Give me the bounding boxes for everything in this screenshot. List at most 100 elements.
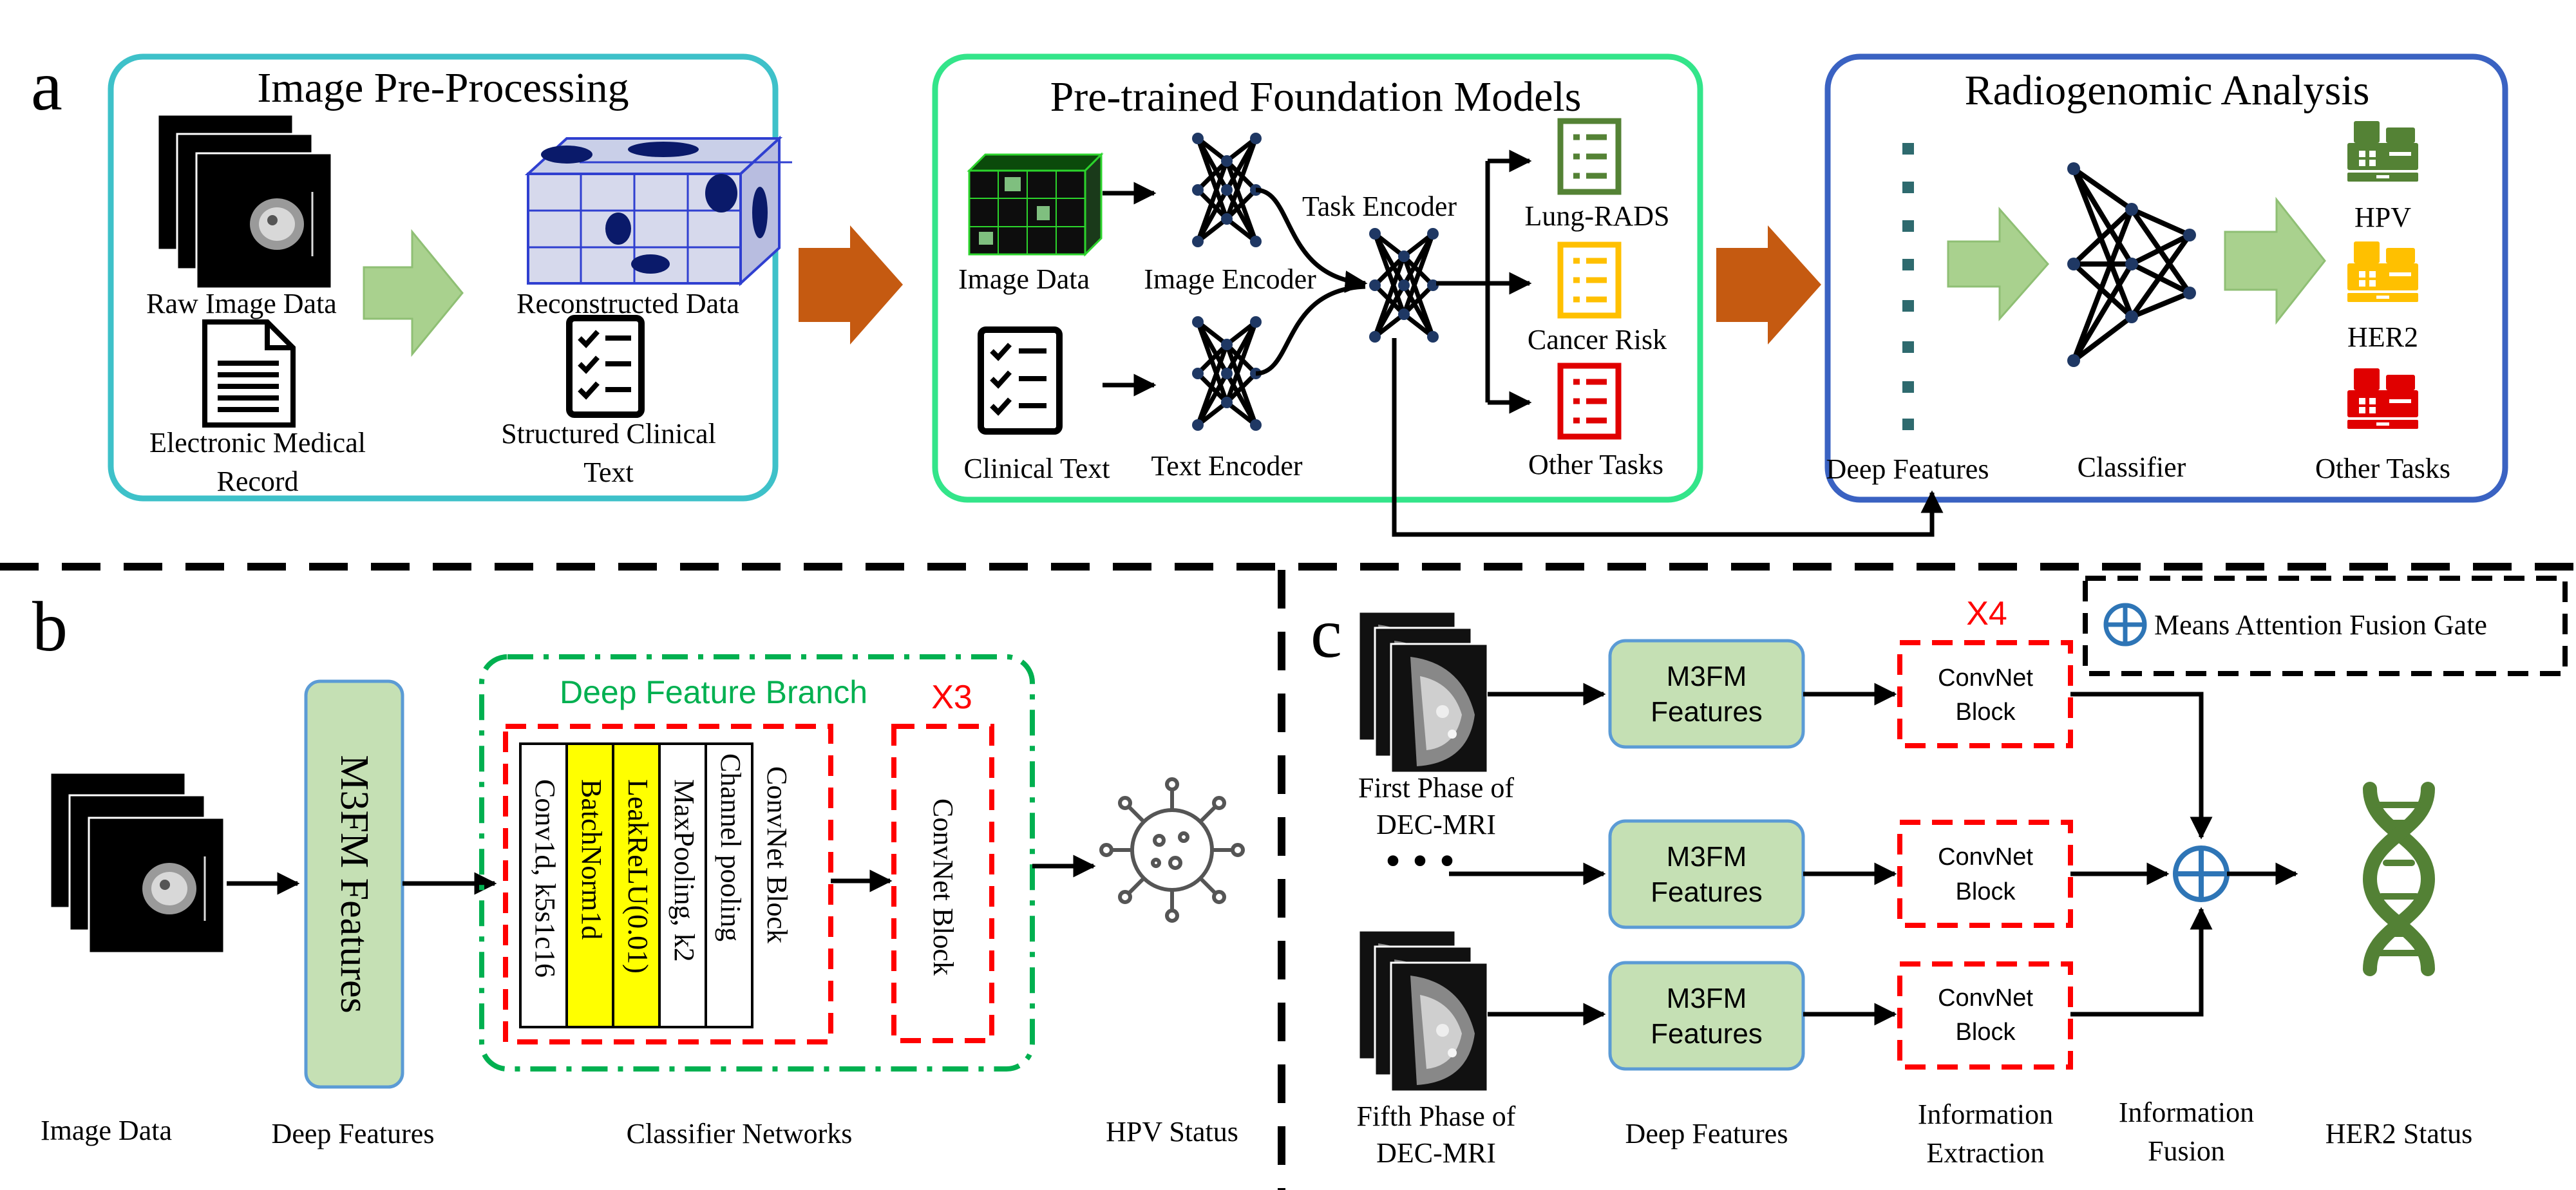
classifier-network-icon [2067,162,2196,367]
lung-rads-report-icon [1560,121,1618,192]
image-encoder-label: Image Encoder [1144,263,1316,295]
her2-register-icon [2347,241,2418,302]
hpv-register-icon [2347,121,2418,182]
text-encoder-label: Text Encoder [1151,450,1302,482]
cancer-risk-report-icon [1560,245,1618,316]
emr-label-line1: Electronic Medical [149,427,366,458]
m3fm-box-2 [1608,819,1805,929]
clinical-text-label: Clinical Text [963,453,1110,484]
info-fusion-line1: Information [2119,1097,2254,1128]
ct-stack-icon [156,113,333,290]
reconstructed-data-label: Reconstructed Data [516,288,739,319]
her2-label: HER2 [2347,321,2418,353]
m3fm-features-label: M3FM Features [332,755,376,1013]
convnet-box-1 [1897,640,2073,748]
convnet-block-box-label: ConvNet Block [927,798,959,976]
info-extraction-line1: Information [1918,1099,2053,1130]
structured-label-line1: Structured Clinical [501,418,716,449]
other-tasks-register-icon [2347,368,2418,429]
layer-channel-pooling [705,742,753,1028]
panel-a-letter: a [31,46,62,125]
m3fm-box-1 [1608,639,1805,749]
m3fm-line2: Features [1651,696,1763,728]
dna-icon [2362,782,2436,976]
x3-label: X3 [931,679,972,716]
convnet-line1: ConvNet [1938,665,2033,692]
other-tasks-label: Other Tasks [1528,449,1663,480]
green-arrow [1947,207,2050,321]
convnet-line1: ConvNet [1938,844,2033,871]
task-outputs-connector [1436,149,1532,414]
layer-stack: Conv1d, k5s1c16 BatchNorm1d LeakReLU(0.0… [519,742,793,1028]
her2-status-label: HER2 Status [2325,1118,2473,1149]
virus-icon [1099,777,1245,923]
radiogenomic-title: Radiogenomic Analysis [1965,67,2370,114]
voxel-cube-icon [524,135,792,287]
fusion-gate-icon [2103,603,2147,647]
radiogenomic-other-tasks-label: Other Tasks [2315,453,2450,484]
convnet-box-2 [1897,820,2073,928]
convnet-block-vertical-label: ConvNet Block [761,766,793,943]
fifth-phase-line1: Fifth Phase of [1357,1100,1516,1132]
layer-batchnorm [565,742,614,1028]
deep-features-label: Deep Features [1826,453,1989,485]
connector [1255,187,1368,293]
image-data-label: Image Data [958,263,1090,295]
layer-label: BatchNorm1d [576,779,607,940]
b-deep-features-label: Deep Features [272,1118,435,1149]
convnet-line2: Block [1956,699,2016,726]
orange-arrow [799,225,903,345]
convnet-line2: Block [1956,1019,2016,1046]
hpv-status-label: HPV Status [1106,1116,1238,1148]
panel-c-letter: c [1311,594,1342,672]
m3fm-box-3 [1608,961,1805,1071]
layer-label: Conv1d, k5s1c16 [529,779,561,978]
layer-maxpooling [658,742,707,1028]
b-image-data-label: Image Data [41,1115,172,1146]
m3fm-line2: Features [1651,876,1763,908]
connector [1255,284,1366,376]
document-icon [202,319,296,428]
mri-stack-icon [1358,929,1489,1093]
green-arrow [363,229,464,357]
info-fusion-line2: Fusion [2148,1135,2225,1167]
lung-rads-label: Lung-RADS [1525,200,1670,232]
image-encoder-network-icon [1192,133,1262,247]
classifier-networks-label: Classifier Networks [627,1118,853,1149]
radiogenomic-box [1824,53,2508,503]
m3fm-line1: M3FM [1667,983,1747,1014]
ellipsis: • • • [1385,836,1455,886]
first-phase-line1: First Phase of [1358,772,1514,804]
green-arrow [2224,196,2326,325]
foundation-title: Pre-trained Foundation Models [1050,73,1582,120]
classifier-label: Classifier [2078,451,2186,483]
m3fm-line2: Features [1651,1018,1763,1050]
task-encoder-network-icon [1369,228,1439,343]
hpv-label: HPV [2354,202,2411,233]
task-to-deep-features-connector [1392,338,1944,537]
preprocessing-title: Image Pre-Processing [257,64,629,111]
other-tasks-report-icon [1560,366,1618,437]
mri-stack-icon [1358,610,1489,774]
legend-label: Means Attention Fusion Gate [2154,609,2487,641]
panel-b-letter: b [32,587,68,666]
preprocessing-box [108,53,779,502]
layer-conv1d [519,742,568,1028]
c-deep-features-label: Deep Features [1625,1118,1788,1149]
first-phase-line2: DEC-MRI [1376,809,1496,840]
cancer-risk-label: Cancer Risk [1528,324,1667,355]
convnet-line2: Block [1956,878,2016,905]
convnet-block-dashed-box [503,724,833,1044]
deep-feature-branch-box [479,654,1035,1072]
orange-arrow [1716,225,1821,345]
task-encoder-label: Task Encoder [1302,191,1457,222]
x4-label: X4 [1966,595,2007,632]
ct-stack-icon [49,771,225,954]
fifth-phase-line2: DEC-MRI [1376,1137,1496,1169]
clinical-checklist-icon [978,326,1063,435]
raw-image-data-label: Raw Image Data [146,288,337,319]
structured-label-line2: Text [583,457,634,488]
checklist-icon [566,315,645,418]
m3fm-line1: M3FM [1667,661,1747,692]
